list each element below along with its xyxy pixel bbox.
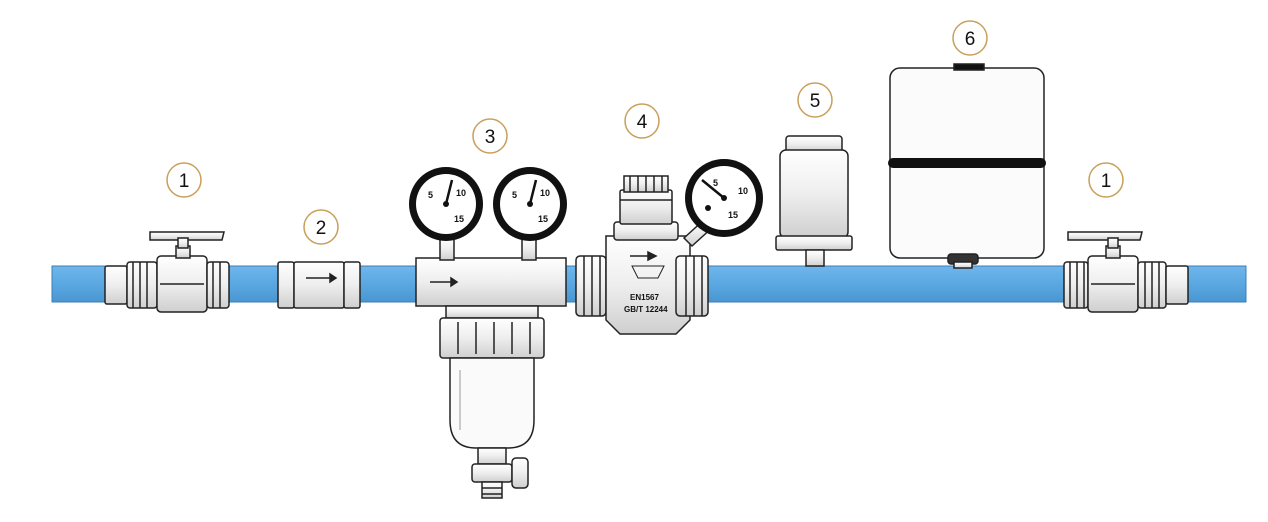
gauge-tick-label: 15 bbox=[538, 214, 548, 224]
ball-valve-left bbox=[104, 231, 230, 313]
pressure-reducer bbox=[575, 175, 716, 335]
callout-number: 4 bbox=[637, 112, 648, 133]
callout-number: 6 bbox=[965, 29, 976, 50]
filter-gauge-right: 5 10 15 bbox=[493, 167, 567, 241]
filter-gauge-left: 5 10 15 bbox=[409, 167, 483, 241]
gauge-tick-label: 10 bbox=[738, 186, 748, 196]
callout-5: 5 bbox=[797, 82, 833, 118]
gauge-tick-label: 15 bbox=[454, 214, 464, 224]
ball-valve-right bbox=[1063, 231, 1189, 313]
gauge-tick-label: 5 bbox=[713, 178, 718, 188]
callout-1-left: 1 bbox=[166, 162, 202, 198]
filter-unit bbox=[415, 237, 567, 499]
check-valve bbox=[277, 261, 361, 309]
callout-4: 4 bbox=[624, 103, 660, 139]
expansion-tank bbox=[888, 63, 1046, 269]
gauge-tick-label: 5 bbox=[512, 190, 517, 200]
callout-1-right: 1 bbox=[1088, 162, 1124, 198]
callout-number: 5 bbox=[810, 91, 821, 112]
gauge-tick-label: 15 bbox=[728, 210, 738, 220]
reducer-standard-marking: EN1567 bbox=[630, 293, 659, 302]
callout-number: 2 bbox=[316, 218, 327, 239]
air-vent bbox=[775, 135, 853, 267]
callout-number: 3 bbox=[485, 127, 496, 148]
callout-6: 6 bbox=[952, 20, 988, 56]
callout-2: 2 bbox=[303, 209, 339, 245]
callout-3: 3 bbox=[472, 118, 508, 154]
gauge-tick-label: 10 bbox=[540, 188, 550, 198]
callout-number: 1 bbox=[1101, 171, 1112, 192]
reducer-gbt-marking: GB/T 12244 bbox=[624, 305, 668, 314]
gauge-tick-label: 10 bbox=[456, 188, 466, 198]
callout-number: 1 bbox=[179, 171, 190, 192]
reducer-gauge: 5 10 15 bbox=[685, 159, 763, 237]
gauge-tick-label: 5 bbox=[428, 190, 433, 200]
